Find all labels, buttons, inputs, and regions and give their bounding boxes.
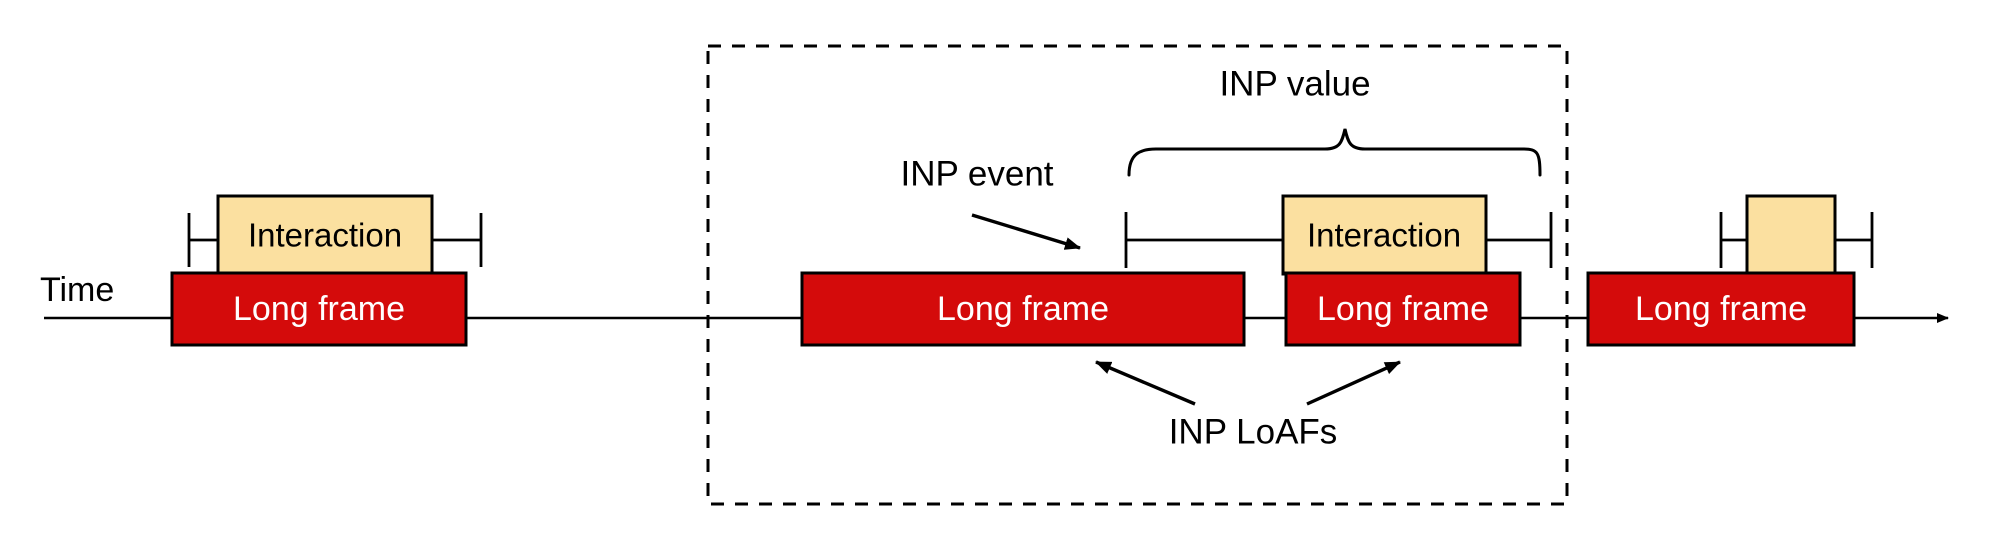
long-frame-label-2: Long frame	[937, 290, 1109, 328]
long-frame-box-3	[1284, 271, 1522, 347]
inp-loafs-arrow-left	[1095, 360, 1196, 406]
interaction-box-2	[1281, 194, 1488, 276]
interaction-label-2: Interaction	[1307, 217, 1461, 254]
long-frame-label-4: Long frame	[1635, 290, 1807, 328]
interaction-box-3	[1745, 194, 1837, 276]
interaction-measure-1	[187, 213, 483, 267]
interaction-measure-2	[1124, 212, 1553, 268]
long-frame-label-3: Long frame	[1317, 290, 1489, 328]
interaction-measure-3	[1719, 212, 1874, 268]
long-frame-label-1: Long frame	[233, 290, 405, 328]
frame-group-3: Interaction Long frame	[1281, 194, 1522, 347]
frame-group-1: Interaction Long frame	[170, 194, 483, 347]
long-frame-box-1	[170, 271, 468, 347]
brace-path	[1127, 128, 1542, 177]
time-axis-label: Time	[40, 271, 114, 309]
long-frame-box-4	[1586, 271, 1856, 347]
interaction-label-1: Interaction	[248, 217, 402, 254]
inp-value-brace	[1127, 128, 1542, 177]
inp-event-arrow	[971, 213, 1081, 250]
inp-value-label: INP value	[1219, 64, 1370, 103]
inp-loafs-arrow-right	[1306, 360, 1401, 406]
inp-event-label: INP event	[900, 154, 1053, 193]
frame-group-4: Long frame	[1586, 194, 1874, 347]
inp-loafs-label: INP LoAFs	[1169, 412, 1338, 451]
long-frame-box-2	[800, 271, 1246, 347]
frame-group-2: Long frame	[800, 271, 1246, 347]
inp-window-dashed-region	[706, 44, 1569, 506]
